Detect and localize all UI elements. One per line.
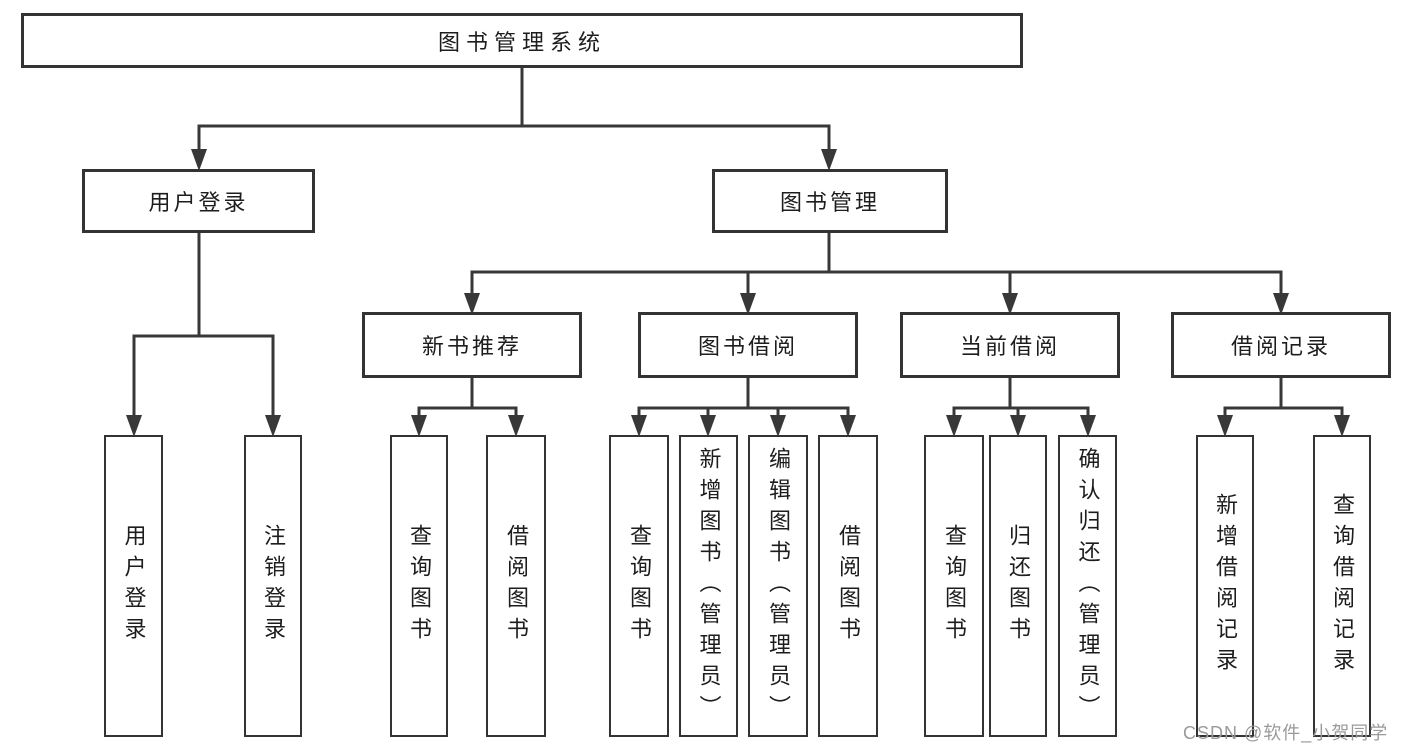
leaf-logout-login: 注销登录	[244, 435, 302, 737]
leaf-add-borrow-record: 新增借阅记录	[1196, 435, 1254, 737]
csdn-watermark: CSDN @软件_小贺同学	[1183, 723, 1389, 743]
node-book-management: 图书管理	[712, 169, 948, 233]
leaf-query-books-current: 查询图书	[924, 435, 984, 737]
leaf-query-books-recommend: 查询图书	[390, 435, 448, 737]
leaf-add-books-admin: 新增图书（管理员）	[679, 435, 738, 737]
leaf-borrow-books-recommend: 借阅图书	[486, 435, 546, 737]
node-borrow-record: 借阅记录	[1171, 312, 1391, 378]
leaf-return-books: 归还图书	[989, 435, 1047, 737]
leaf-query-borrow-record: 查询借阅记录	[1313, 435, 1371, 737]
node-new-book-recommend: 新书推荐	[362, 312, 582, 378]
leaf-query-books-borrow: 查询图书	[609, 435, 669, 737]
arrowheads	[126, 149, 1350, 437]
node-current-borrow: 当前借阅	[900, 312, 1120, 378]
node-book-borrow: 图书借阅	[638, 312, 858, 378]
leaf-user-login: 用户登录	[104, 435, 163, 737]
node-user-login: 用户登录	[82, 169, 315, 233]
leaf-edit-books-admin: 编辑图书（管理员）	[748, 435, 808, 737]
leaf-confirm-return-admin: 确认归还（管理员）	[1058, 435, 1117, 737]
leaf-borrow-books: 借阅图书	[818, 435, 878, 737]
node-root-library-system: 图书管理系统	[21, 13, 1023, 68]
